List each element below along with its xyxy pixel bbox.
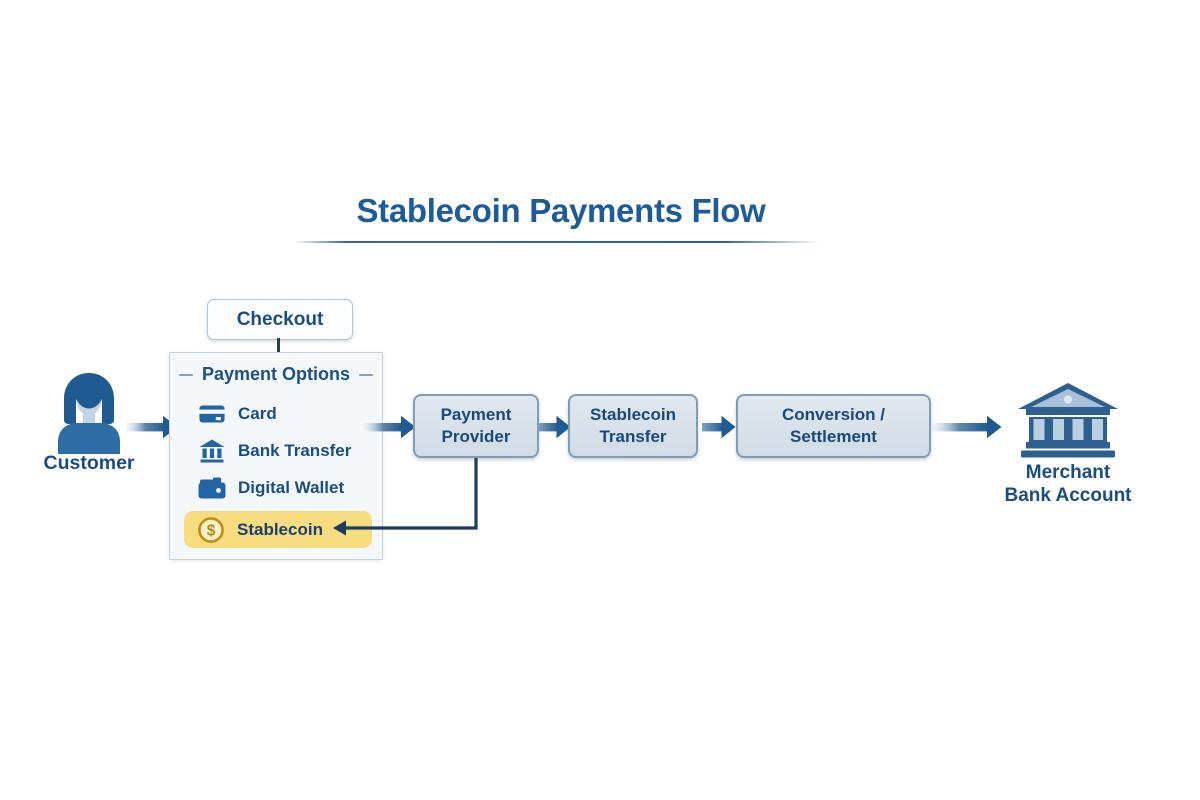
option-label-stablecoin: Stablecoin (237, 519, 323, 539)
arrow-provider-to-transfer (538, 415, 571, 439)
payment-option-digital-wallet: Digital Wallet (194, 473, 344, 503)
dollar-sign: $ (207, 522, 216, 539)
merchant-bank-building-icon (1018, 383, 1118, 458)
payment-option-card: Card (194, 399, 277, 429)
arrow-options-to-provider (364, 415, 416, 439)
option-label-card: Card (238, 404, 277, 423)
wallet-icon (194, 477, 230, 499)
title-underline (294, 241, 820, 243)
bank-icon (194, 439, 230, 463)
option-label-bank-transfer: Bank Transfer (238, 441, 352, 460)
header-dash-left (178, 373, 193, 376)
stablecoin-transfer-line1: Stablecoin (590, 405, 676, 424)
conversion-settlement-line1: Conversion / (782, 405, 885, 424)
arrow-transfer-to-conversion (702, 415, 736, 439)
payment-provider-line1: Payment (440, 405, 512, 424)
payment-provider-line2: Provider (441, 427, 511, 446)
connector-provider-to-stablecoin (333, 458, 478, 536)
arrow-conversion-to-bank (931, 415, 1002, 439)
customer-person-icon (58, 373, 120, 454)
merchant-label-line1: Merchant (1025, 462, 1111, 483)
conversion-settlement-node: Conversion / Settlement (736, 394, 931, 458)
payment-options-header: Payment Options (170, 364, 382, 385)
merchant-label-line2: Bank Account (1004, 485, 1132, 506)
checkout-connector-line (277, 338, 280, 353)
merchant-bank-label: Merchant Bank Account (988, 461, 1148, 507)
conversion-settlement-line2: Settlement (790, 427, 877, 446)
stablecoin-transfer-line2: Transfer (599, 427, 667, 446)
checkout-box: Checkout (207, 299, 353, 340)
feedback-arrowhead (333, 520, 346, 536)
page-title: Stablecoin Payments Flow (356, 192, 766, 229)
header-dash-right (359, 373, 374, 376)
credit-card-icon (194, 404, 230, 424)
payment-provider-node: Payment Provider (413, 394, 539, 458)
checkout-label: Checkout (236, 308, 324, 330)
payment-option-bank-transfer: Bank Transfer (194, 436, 351, 466)
payment-options-title: Payment Options (201, 364, 351, 384)
customer-label: Customer (43, 452, 135, 474)
option-label-digital-wallet: Digital Wallet (238, 478, 345, 497)
stablecoin-transfer-node: Stablecoin Transfer (568, 394, 698, 458)
dollar-coin-icon: $ (194, 516, 228, 544)
